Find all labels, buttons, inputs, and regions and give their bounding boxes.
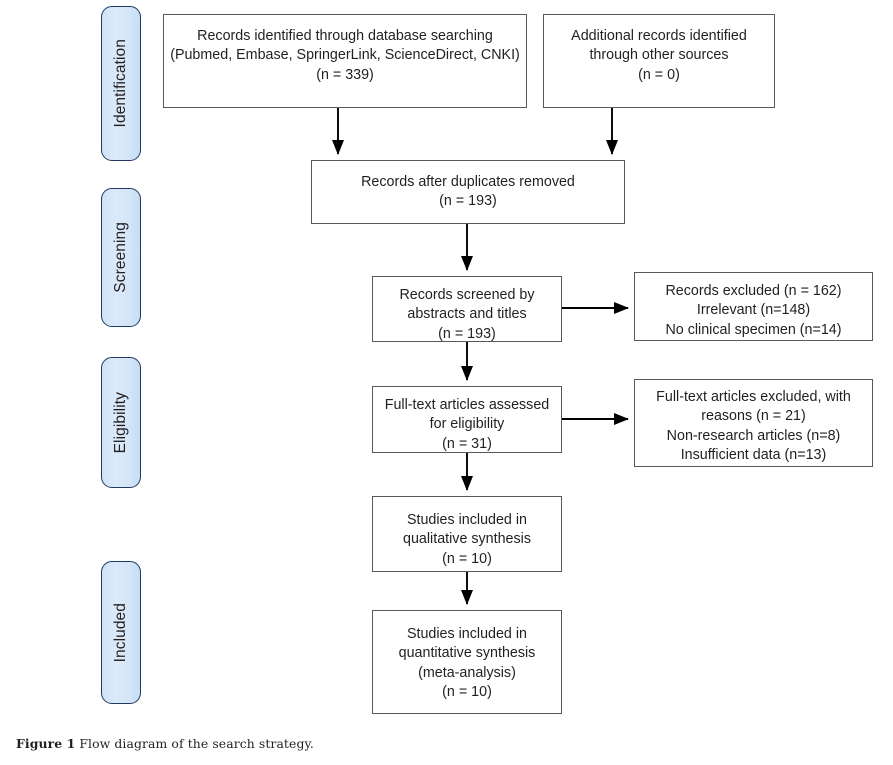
box-text-records-identified-database: Records identified through database sear… (170, 28, 520, 83)
box-records-identified-database: Records identified through database sear… (163, 14, 527, 108)
box-text-additional-records-other-sources: Additional records identified through ot… (571, 28, 747, 83)
box-quantitative-synthesis: Studies included in quantitative synthes… (372, 610, 562, 714)
box-text-records-screened: Records screened by abstracts and titles… (399, 287, 535, 342)
box-text-quantitative-synthesis: Studies included in quantitative synthes… (398, 626, 536, 701)
stage-label-eligibility: Eligibility (112, 391, 130, 454)
box-records-after-duplicates-removed: Records after duplicates removed (n = 19… (311, 160, 625, 224)
box-fulltext-excluded: Full-text articles excluded, with reason… (634, 379, 873, 467)
prisma-flow-diagram: Identification Screening Eligibility Inc… (101, 6, 873, 714)
box-text-records-excluded: Records excluded (n = 162) Irrelevant (n… (665, 283, 842, 338)
stage-label-included: Included (112, 602, 130, 663)
box-fulltext-assessed: Full-text articles assessed for eligibil… (372, 386, 562, 453)
box-text-fulltext-assessed: Full-text articles assessed for eligibil… (384, 397, 550, 452)
stage-label-identification: Identification (112, 39, 130, 128)
stage-pill-eligibility: Eligibility (101, 357, 141, 488)
stage-pill-identification: Identification (101, 6, 141, 161)
box-text-fulltext-excluded: Full-text articles excluded, with reason… (656, 389, 851, 464)
figure-caption-text: Flow diagram of the search strategy. (79, 736, 314, 751)
box-text-records-after-duplicates-removed: Records after duplicates removed (n = 19… (361, 174, 575, 210)
stage-label-screening: Screening (112, 222, 130, 293)
box-additional-records-other-sources: Additional records identified through ot… (543, 14, 775, 108)
box-qualitative-synthesis: Studies included in qualitative synthesi… (372, 496, 562, 572)
stage-pill-included: Included (101, 561, 141, 704)
box-records-screened: Records screened by abstracts and titles… (372, 276, 562, 342)
figure-caption-label: Figure 1 (16, 736, 76, 751)
stage-pill-screening: Screening (101, 188, 141, 327)
box-text-qualitative-synthesis: Studies included in qualitative synthesi… (403, 512, 531, 567)
box-records-excluded: Records excluded (n = 162) Irrelevant (n… (634, 272, 873, 341)
